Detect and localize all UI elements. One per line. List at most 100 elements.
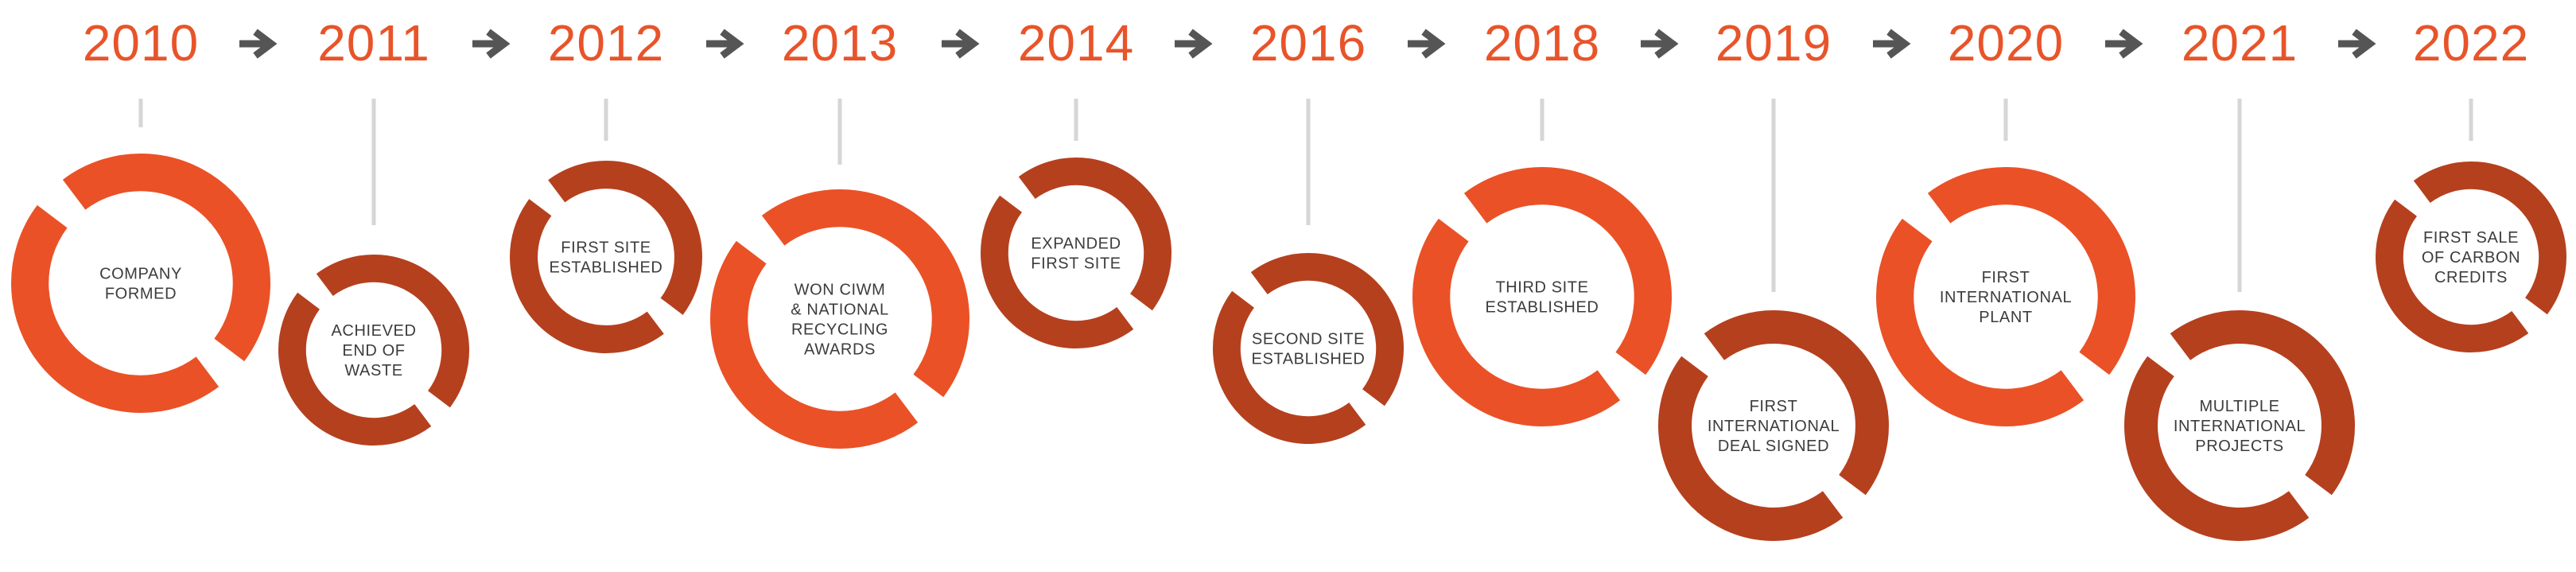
milestone-label-line: FORMED [105,286,177,303]
right-arrow-icon [942,29,980,59]
ring-segment-lower [11,204,220,413]
ring-segment-upper [62,154,270,362]
ring-segment-upper [548,161,702,315]
milestone-label-line: FIRST SITE [1031,255,1121,273]
year-label: 2013 [782,14,898,72]
milestone-label: FIRST INTERNATIONAL DEAL SIGNED [1708,398,1840,455]
ring-segment-upper [1018,158,1171,311]
ring-segment-lower [2124,356,2310,541]
year-label: 2012 [548,14,664,72]
year-label: 2019 [1715,14,1832,72]
ring-segment-lower [1658,356,1844,541]
year-label: 2010 [83,14,199,72]
right-arrow-icon [1408,29,1446,59]
milestone-ring [1876,167,2135,426]
milestone-ring [710,189,969,449]
year-label: 2018 [1484,14,1600,72]
right-arrow-icon [1175,29,1213,59]
milestone-label-line: ACHIEVED [331,322,416,340]
ring-segment-upper [1927,167,2135,375]
milestone-label: THIRD SITE ESTABLISHED [1486,279,1599,317]
milestone-label: MULTIPLE INTERNATIONAL PROJECTS [2174,398,2306,455]
milestone-label: ACHIEVED END OF WASTE [331,322,416,379]
ring-segment-upper [2170,310,2355,496]
milestone-ring [11,154,270,413]
milestone-label-line: INTERNATIONAL [1940,289,2072,306]
ring-segment-upper [1704,310,1889,496]
milestone-label-line: AWARDS [804,341,876,359]
milestone-label: SECOND SITE ESTABLISHED [1252,331,1366,368]
ring-segment-lower [278,292,432,446]
milestone-ring [1658,310,1889,541]
year-label: 2016 [1250,14,1366,72]
year-label: 2021 [2182,14,2298,72]
milestone-label-line: PROJECTS [2195,438,2283,455]
right-arrow-icon [706,29,744,59]
milestone-label-line: FIRST [1750,398,1798,415]
milestone-label-line: WON CIWM [795,282,886,299]
milestone-label-line: ESTABLISHED [550,259,663,277]
milestone-label-line: EXPANDED [1031,235,1121,253]
milestone-label-line: SECOND SITE [1252,331,1365,348]
ring-segment-lower [1876,218,2085,426]
milestone-label: COMPANY FORMED [99,266,182,303]
milestone-label-line: ESTABLISHED [1252,351,1366,368]
milestone-label-line: COMPANY [99,266,182,283]
milestone-ring [2124,310,2355,541]
ring-segment-upper [1250,253,1404,407]
milestone-label-line: MULTIPLE [2199,398,2279,415]
ring-segment-upper [761,189,969,398]
right-arrow-icon [2105,29,2143,59]
milestone-label-line: ESTABLISHED [1486,299,1599,317]
ring-segment-lower [1213,290,1366,444]
right-arrow-icon [239,29,278,59]
milestone-label-line: THIRD SITE [1495,279,1588,297]
ring-segment-lower [710,240,919,449]
milestone-label-line: FIRST SITE [561,239,651,257]
milestone-label-line: DEAL SIGNED [1718,438,1829,455]
milestone-ring [981,158,1171,348]
milestone-label: FIRST SITE ESTABLISHED [550,239,663,277]
milestone-ring [2376,161,2566,352]
right-arrow-icon [2338,29,2376,59]
right-arrow-icon [472,29,511,59]
year-label: 2022 [2413,14,2529,72]
milestone-ring [510,161,702,353]
milestone-label-line: INTERNATIONAL [2174,418,2306,435]
milestone-label-line: RECYCLING [791,321,888,339]
year-label: 2011 [317,14,430,72]
milestone-label-line: CREDITS [2434,269,2508,286]
milestone-label: FIRST INTERNATIONAL PLANT [1940,269,2072,326]
ring-segment-upper [2413,161,2566,315]
year-label: 2020 [1948,14,2064,72]
ring-segment-lower [1412,218,1621,426]
milestone-ring [278,255,469,446]
milestone-label-line: END OF [342,342,405,360]
milestone-label-line: FIRST [1982,269,2030,286]
milestone-label-line: PLANT [1979,309,2032,326]
ring-segment-upper [316,255,469,408]
right-arrow-icon [1873,29,1911,59]
milestone-label-line: INTERNATIONAL [1708,418,1840,435]
milestone-label-line: FIRST SALE [2423,229,2519,247]
milestone-label-line: WASTE [344,362,402,379]
milestone-label: EXPANDED FIRST SITE [1031,235,1121,273]
milestone-label-line: OF CARBON [2422,249,2520,267]
right-arrow-icon [1641,29,1679,59]
ring-segment-lower [981,195,1134,348]
ring-segment-upper [1463,167,1672,375]
milestone-label: FIRST SALE OF CARBON CREDITS [2422,229,2520,286]
year-label: 2014 [1018,14,1134,72]
